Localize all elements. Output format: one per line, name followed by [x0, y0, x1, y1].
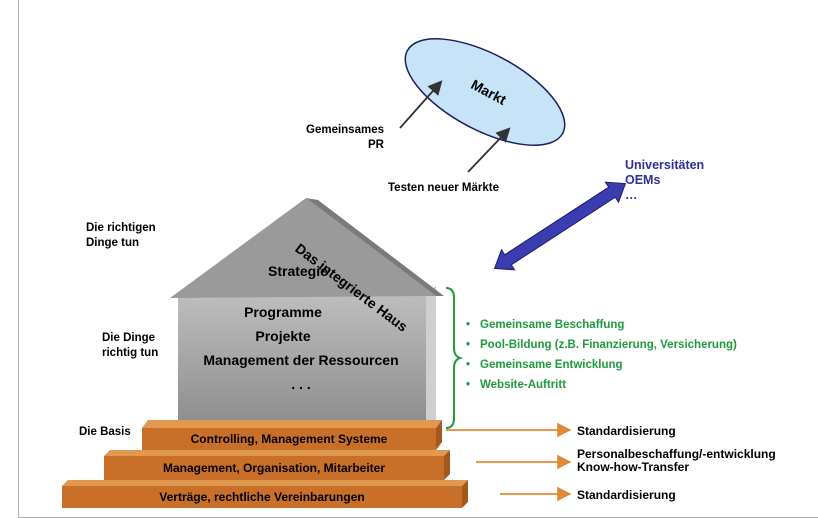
partner-oems: OEMs: [625, 173, 661, 187]
test-label: Testen neuer Märkte: [388, 182, 499, 194]
label-right-things: Die richtigen Dinge tun: [86, 222, 156, 249]
house-body: [178, 296, 426, 420]
roof-strategy: Strategie: [268, 263, 328, 279]
step-1-label: Controlling, Management Systeme: [190, 432, 388, 446]
house-side-wall: [424, 286, 436, 420]
body-item-more: . . .: [291, 376, 311, 392]
benefits-list: Gemeinsame Beschaffung Pool-Bildung (z.B…: [466, 315, 737, 395]
body-item-resources: Management der Ressourcen: [203, 352, 399, 368]
label-things-right: Die Dinge richtig tun: [102, 332, 159, 359]
test-arrow: [467, 127, 511, 173]
result-2: Personalbeschaffung/-entwicklung Know-ho…: [577, 447, 776, 474]
market-ellipse: [404, 38, 566, 146]
partner-more: …: [625, 188, 638, 202]
step-1-top: [142, 420, 442, 428]
result-1: Standardisierung: [577, 424, 676, 438]
step-3-side: [462, 480, 468, 508]
benefit-item: Pool-Bildung (z.B. Finanzierung, Versich…: [466, 335, 737, 355]
benefit-item: Gemeinsame Entwicklung: [466, 355, 737, 375]
partner-universities: Universitäten: [625, 158, 705, 172]
benefit-item: Website-Auftritt: [466, 375, 737, 395]
step-2-side: [444, 450, 450, 480]
body-item-projects: Projekte: [255, 328, 311, 344]
label-basis: Die Basis: [79, 426, 131, 438]
step-3: [62, 486, 462, 508]
step-3-top: [62, 480, 468, 486]
green-brace: [445, 287, 464, 429]
pr-arrow: [399, 80, 443, 129]
result-3: Standardisierung: [577, 488, 676, 502]
house-roof: [170, 198, 436, 298]
step-2-top: [104, 450, 450, 456]
body-item-programs: Programme: [244, 304, 322, 320]
step-2: [104, 456, 444, 480]
kooperation-arrow: [493, 181, 627, 271]
step-2-label: Management, Organisation, Mitarbeiter: [162, 461, 386, 475]
step-3-label: Verträge, rechtliche Vereinbarungen: [159, 490, 365, 504]
pr-label: Gemeinsames PR: [306, 124, 384, 151]
house-roof-side: [306, 198, 444, 296]
step-1-side: [436, 420, 442, 450]
step-1: [142, 428, 436, 450]
benefit-item: Gemeinsame Beschaffung: [466, 315, 737, 335]
